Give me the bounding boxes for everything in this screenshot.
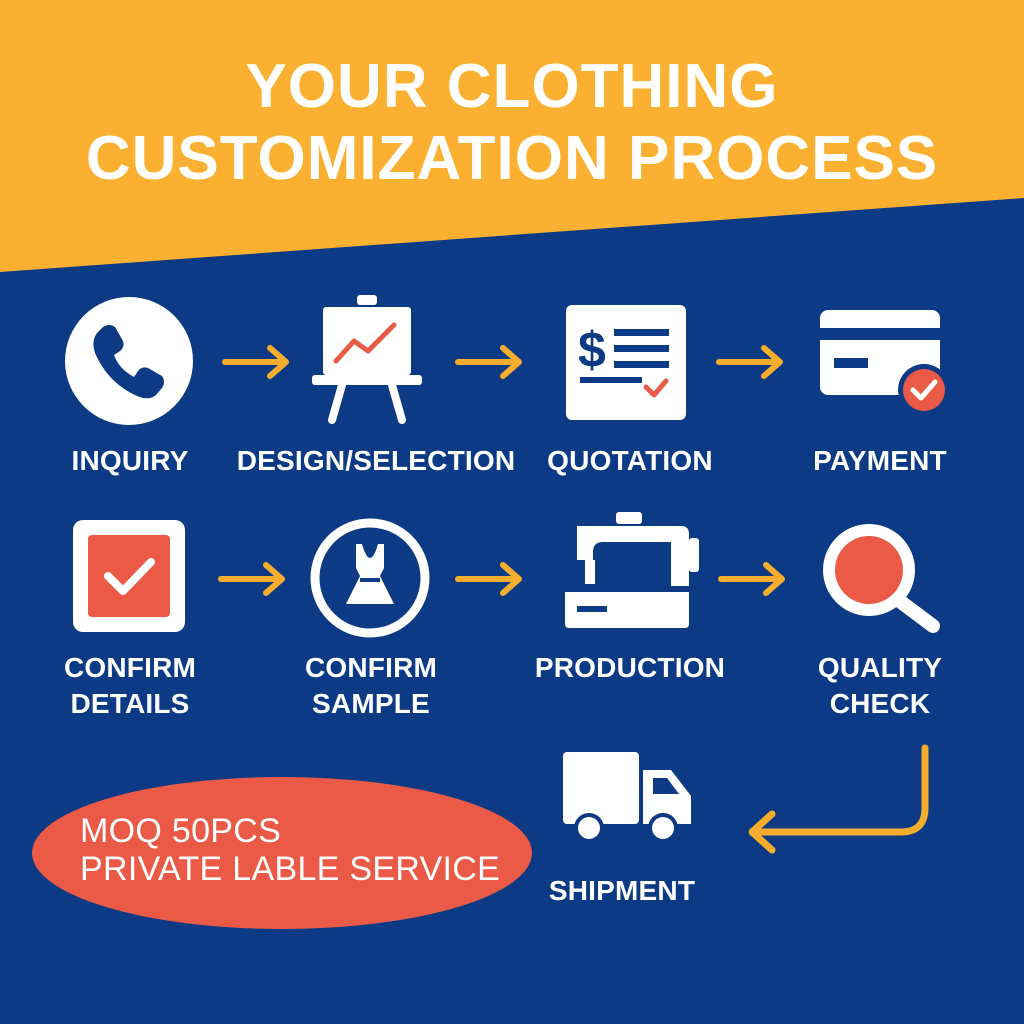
arrow-return-icon xyxy=(748,744,929,854)
step-label-quotation: QUOTATION xyxy=(547,445,713,476)
arrow-right-icon xyxy=(718,562,785,596)
moq-badge xyxy=(32,777,532,929)
moq-text: MOQ 50PCS xyxy=(80,812,282,850)
step-label-confirm-details-line-2: DETAILS xyxy=(70,688,190,719)
step-label-production: PRODUCTION xyxy=(534,652,726,683)
step-label-quality-check-line-1: QUALITY xyxy=(817,652,943,683)
arrow-right-icon xyxy=(222,345,289,379)
dress-icon xyxy=(310,518,430,638)
invoice-icon: $ xyxy=(566,305,686,420)
step-label-design-selection: DESIGN/SELECTION xyxy=(236,445,516,476)
step-label-confirm-sample-line-2: SAMPLE xyxy=(312,688,430,719)
step-label-quality-check-line-2: CHECK xyxy=(829,688,931,719)
page-title-line-2: CUSTOMIZATION PROCESS xyxy=(85,124,939,193)
step-label-shipment: SHIPMENT xyxy=(548,875,696,906)
step-label-confirm-sample-line-1: CONFIRM xyxy=(304,652,438,683)
easel-chart-icon xyxy=(312,295,422,424)
page-title-line-1: YOUR CLOTHING xyxy=(245,52,779,121)
arrow-right-icon xyxy=(716,345,783,379)
arrow-right-icon xyxy=(218,562,285,596)
arrow-right-icon xyxy=(455,562,522,596)
phone-icon xyxy=(65,297,193,425)
step-label-inquiry: INQUIRY xyxy=(71,445,189,476)
magnifier-icon xyxy=(823,524,940,633)
step-label-payment: PAYMENT xyxy=(813,445,947,476)
arrow-right-icon xyxy=(455,345,522,379)
truck-icon xyxy=(563,752,691,843)
svg-text:$: $ xyxy=(578,322,606,378)
credit-card-icon xyxy=(820,310,950,416)
step-label-confirm-details-line-1: CONFIRM xyxy=(63,652,197,683)
checkbox-icon xyxy=(73,520,185,632)
private-label-text: PRIVATE LABLE SERVICE xyxy=(80,850,501,888)
sewing-machine-icon xyxy=(565,512,699,628)
